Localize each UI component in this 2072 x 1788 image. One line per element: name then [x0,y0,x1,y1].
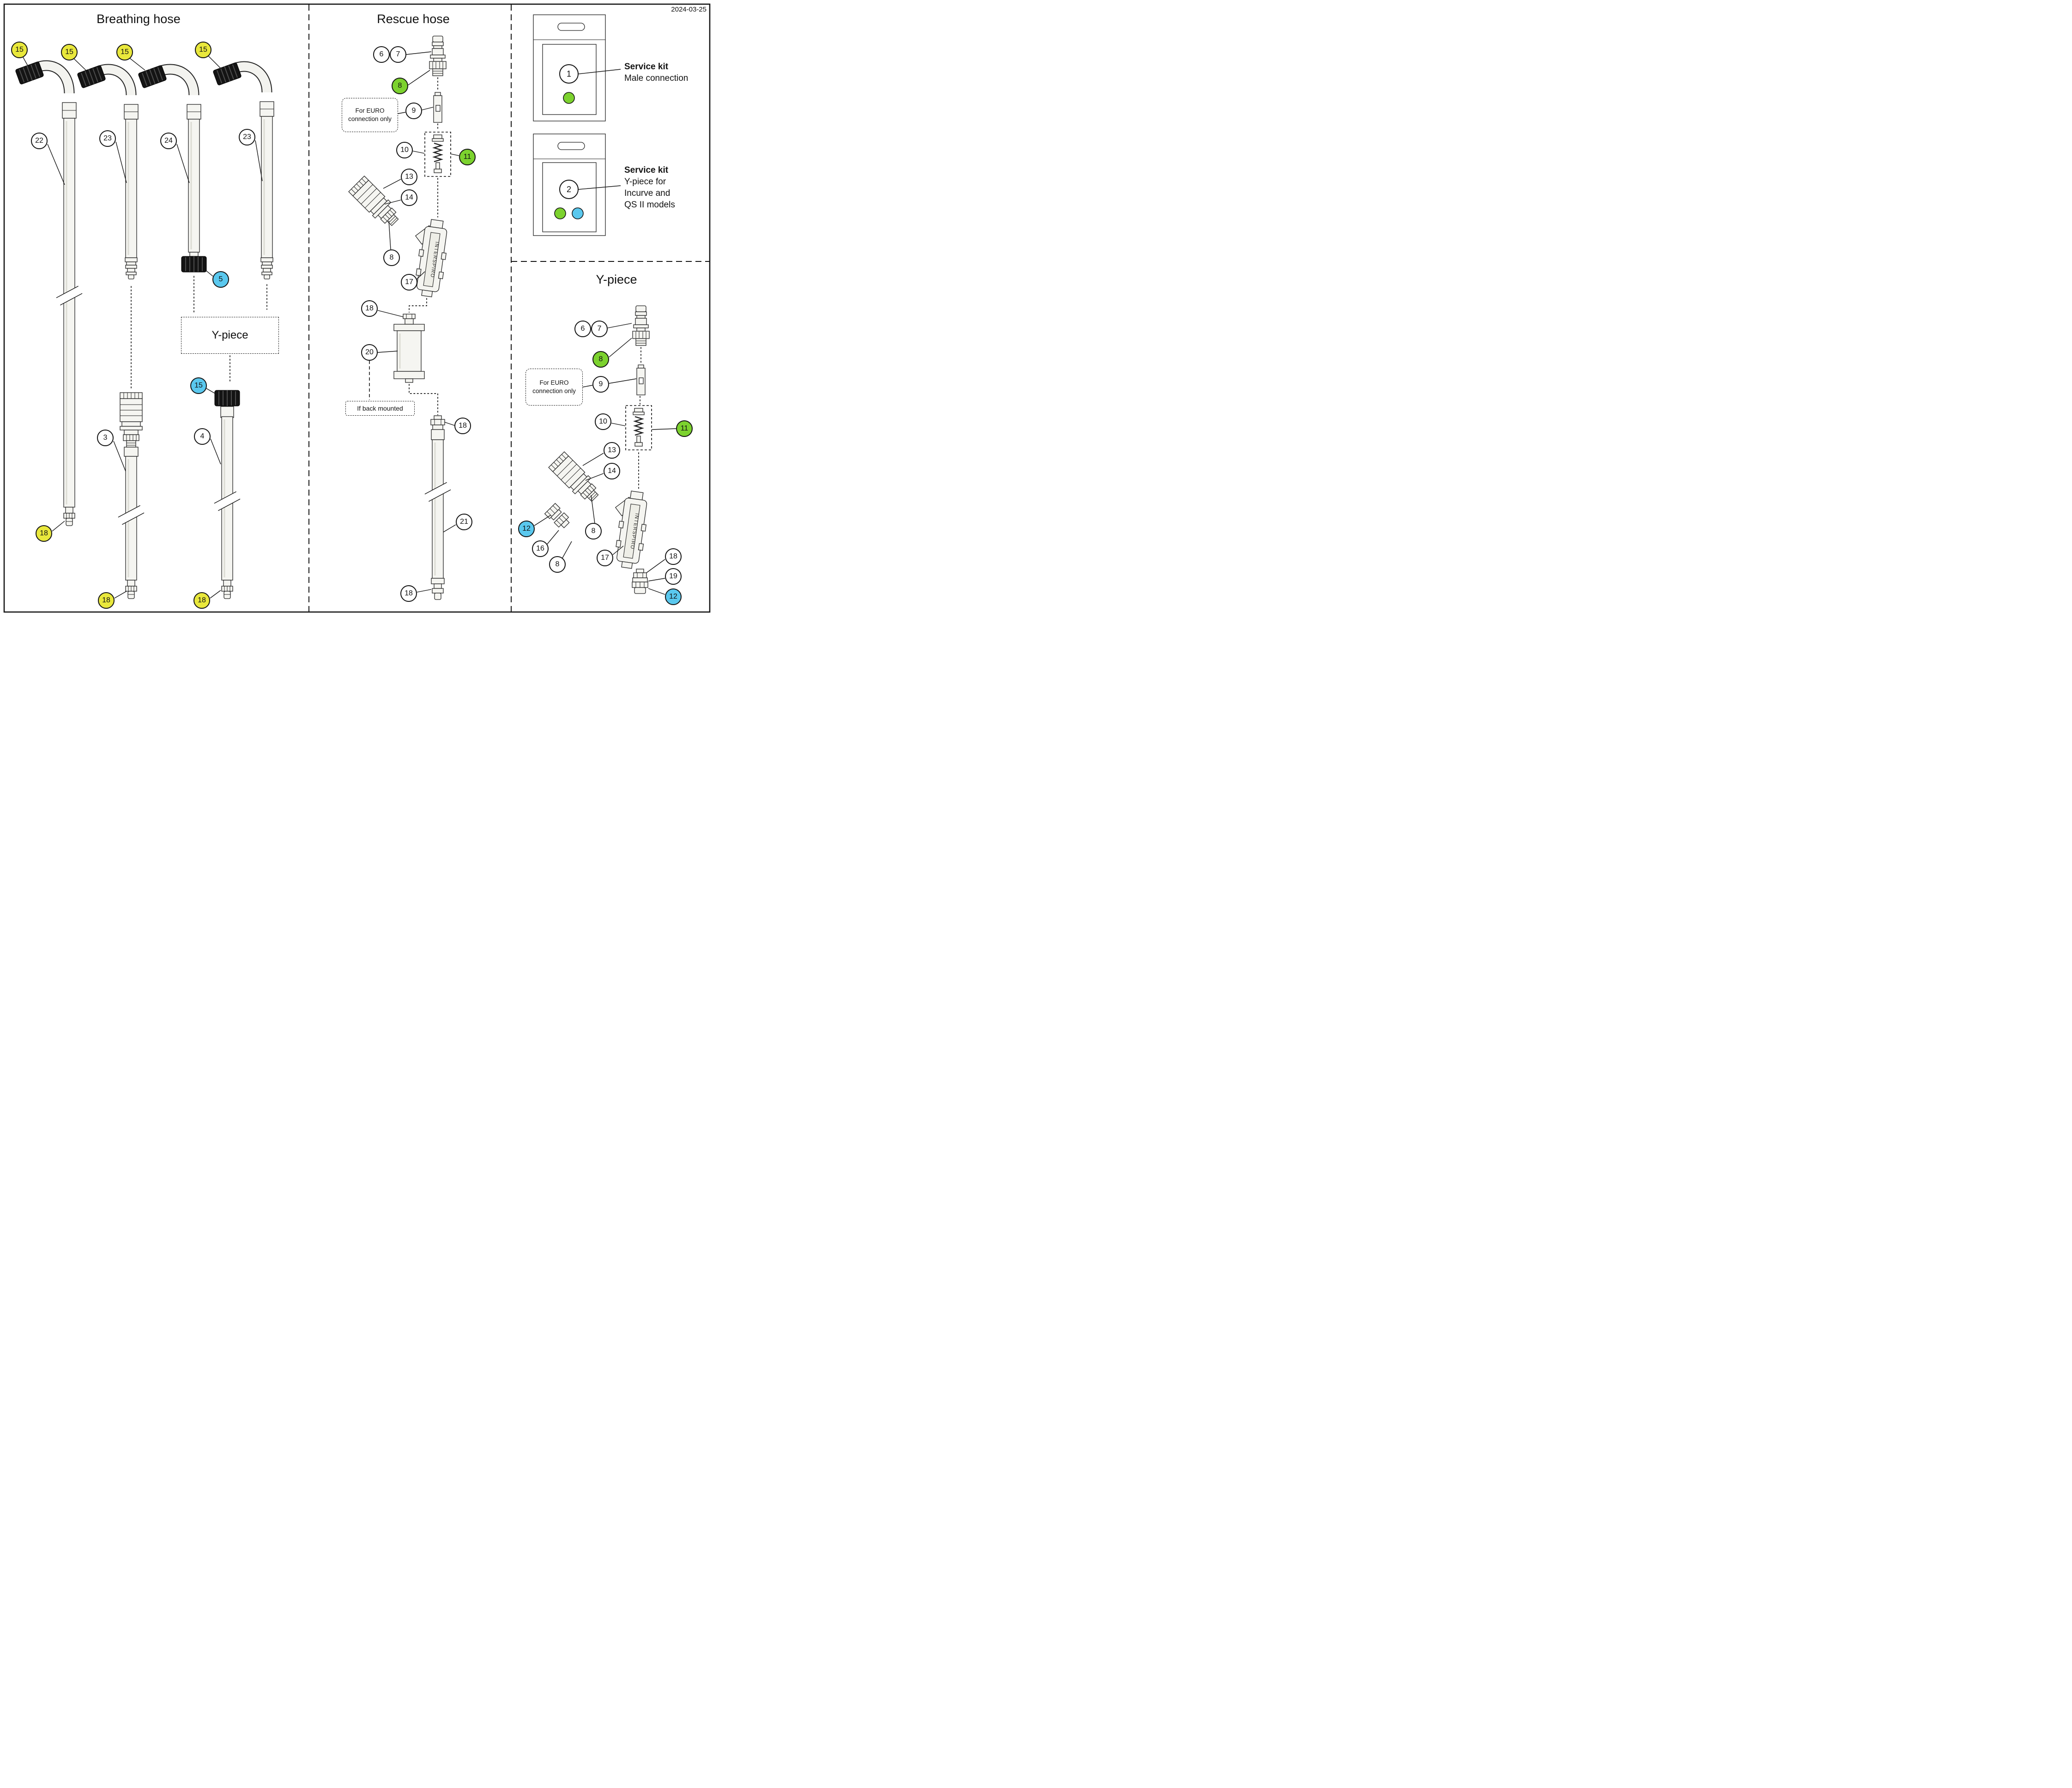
service-kit-2-label: Service kit Y-piece for Incurve and QS I… [624,164,685,211]
y-piece-reference-box: Y-piece [181,317,279,354]
callout-8-rescue-coupling: 8 [383,249,400,266]
callout-21-rescue: 21 [456,514,472,530]
callout-18-hose3: 18 [193,592,210,609]
callout-18-rescue-bottom: 18 [400,585,417,602]
callout-11-rescue: 11 [459,149,476,165]
callout-15-elbow-2: 15 [61,44,78,61]
callout-8-ypiece-coupling: 8 [585,523,602,539]
callout-12-ypiece-a: 12 [518,521,535,537]
callout-8-ypiece-fitting: 8 [549,556,566,573]
breathing-hose-leader-lines [23,55,263,599]
callout-8-ypiece-green: 8 [592,351,609,368]
callout-16-ypiece: 16 [532,540,549,557]
service-kit-1-label: Service kit Male connection [624,61,703,84]
callout-9-rescue: 9 [405,103,422,119]
callout-10-rescue: 10 [396,142,413,158]
page-border [3,3,711,613]
callout-14-ypiece: 14 [604,463,620,479]
service-kit-2-desc: Y-piece for Incurve and QS II models [624,177,675,210]
callout-15-elbow-3: 15 [116,44,133,61]
callout-12-ypiece-b: 12 [665,588,682,605]
callout-18-rescue-mid: 18 [454,418,471,434]
rescue-hose-title: Rescue hose [377,12,450,26]
y-piece-leader-lines [534,323,677,595]
euro-note-rescue: For EURO connection only [342,98,398,132]
callout-3: 3 [97,430,114,446]
back-mounted-note: If back mounted [345,401,415,416]
callout-6-ypiece: 6 [574,321,591,337]
callout-10-ypiece: 10 [595,413,611,430]
callout-18-ypiece: 18 [665,548,682,565]
callout-13-rescue: 13 [401,169,417,185]
service-kit-illustrations [533,14,621,236]
y-piece-illustrations: INTERSPIRO [544,305,652,594]
callout-15-elbow-1: 15 [11,42,28,58]
callout-18-rescue-top: 18 [361,300,378,317]
callout-9-ypiece: 9 [592,376,609,393]
callout-19-ypiece: 19 [665,568,682,585]
callout-23-a: 23 [99,130,116,147]
callout-1-service-kit: 1 [559,64,579,84]
callout-11-ypiece: 11 [676,420,693,437]
callout-7-ypiece: 7 [591,321,608,337]
callout-6-rescue: 6 [373,46,390,63]
callout-18-hose2: 18 [98,592,115,609]
callout-22: 22 [31,133,48,149]
callout-23-b: 23 [239,129,255,145]
callout-4: 4 [194,428,211,445]
y-piece-title: Y-piece [596,273,637,286]
diagram-artwork: INTERSPIRO [3,3,711,613]
callout-14-rescue: 14 [401,189,417,206]
callout-24: 24 [160,133,177,149]
callout-15-nut: 15 [190,377,207,394]
callout-15-elbow-4: 15 [195,42,211,58]
euro-note-ypiece: For EURO connection only [526,369,583,406]
breathing-hose-illustrations [14,60,274,599]
callout-20-rescue: 20 [361,344,378,361]
service-kit-1-desc: Male connection [624,73,689,84]
callout-13-ypiece: 13 [604,442,620,459]
rescue-hose-illustrations: INTERSPIRO [348,36,451,600]
callout-17-ypiece: 17 [597,550,613,566]
rescue-hose-leader-lines [369,51,459,593]
diagram-date: 2024-03-25 [671,6,707,13]
callout-2-service-kit: 2 [559,180,579,199]
callout-7-rescue: 7 [390,46,406,63]
service-kit-2-title: Service kit [624,165,669,175]
callout-18-hose1: 18 [36,525,52,542]
callout-17-rescue: 17 [401,274,417,291]
callout-8-rescue-green: 8 [392,78,408,94]
breathing-hose-title: Breathing hose [97,12,181,26]
parts-diagram-page: INTERSPIRO [0,0,714,616]
callout-5: 5 [212,271,229,288]
service-kit-1-title: Service kit [624,62,669,72]
